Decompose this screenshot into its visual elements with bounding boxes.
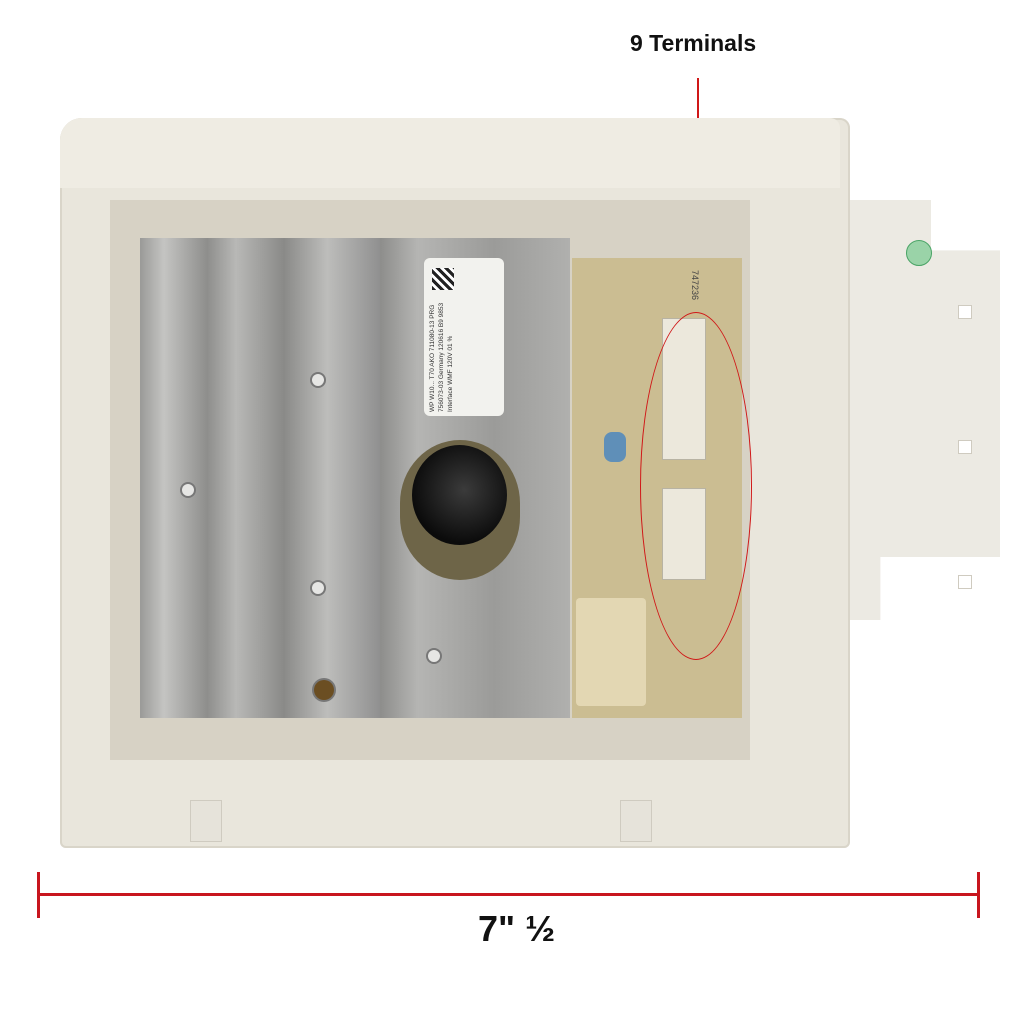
- blue-capacitor: [604, 432, 626, 462]
- screw-icon: [312, 374, 324, 386]
- bracket-slot: [958, 575, 972, 589]
- pcb-marking: 747236: [690, 270, 700, 301]
- housing-foot: [190, 800, 222, 842]
- housing-top-lip: [60, 118, 840, 188]
- screw-icon: [314, 680, 334, 700]
- capacitor: [412, 445, 507, 545]
- product-label-text: WP W10... T70 AKO 711080-13 PRG 756073-0…: [429, 302, 454, 412]
- eco-badge-icon: [906, 240, 932, 266]
- dimension-end-cap-right: [977, 872, 980, 918]
- terminals-highlight-ellipse: [640, 312, 752, 660]
- relay-component: [576, 598, 646, 706]
- dimension-line: [38, 893, 980, 896]
- heatsink-left: [140, 238, 380, 718]
- screw-icon: [428, 650, 440, 662]
- bracket-slot: [958, 305, 972, 319]
- housing-foot: [620, 800, 652, 842]
- terminals-callout-label: 9 Terminals: [630, 30, 757, 56]
- qr-code-icon: [432, 268, 454, 290]
- dimension-label: 7" ½: [478, 908, 556, 949]
- screw-icon: [312, 582, 324, 594]
- bracket-slot: [958, 440, 972, 454]
- screw-icon: [182, 484, 194, 496]
